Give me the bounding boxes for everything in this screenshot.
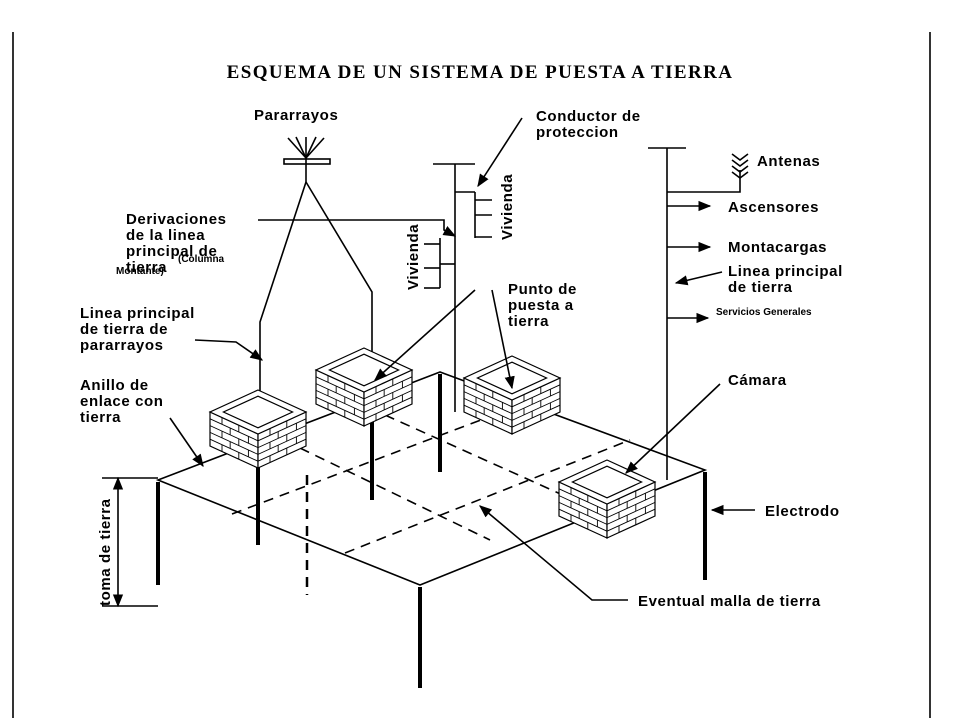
chamber-right: [462, 355, 562, 435]
label-linea-principal-line1: Linea principal: [728, 263, 843, 280]
label-derivaciones-line2: de la linea: [126, 227, 205, 244]
label-derivaciones-line1: Derivaciones: [126, 211, 227, 228]
label-anillo-line2: enlace con: [80, 393, 164, 410]
ground-mesh: [231, 405, 631, 554]
chamber-left: [208, 389, 308, 469]
label-servicios: Servicios Generales: [716, 307, 812, 318]
label-conductor-line2: proteccion: [536, 124, 619, 141]
label-derivaciones-line3: principal de: [126, 243, 217, 260]
label-vivienda-left: Vivienda: [405, 224, 422, 290]
label-antenas: Antenas: [757, 153, 820, 170]
label-vivienda-right: Vivienda: [499, 174, 516, 240]
antenna-icon: [731, 153, 749, 179]
label-ascensores: Ascensores: [728, 199, 819, 216]
protection-conductor: [258, 163, 492, 412]
label-punto-line2: puesta a: [508, 297, 574, 314]
label-toma-de-tierra: toma de tierra: [97, 498, 114, 606]
label-electrodo: Electrodo: [765, 503, 840, 520]
label-camara: Cámara: [728, 372, 787, 389]
label-derivaciones-line4: tierra: [126, 259, 167, 276]
diagram-title: ESQUEMA DE UN SISTEMA DE PUESTA A TIERRA: [227, 62, 734, 83]
label-linea-principal-line2: de tierra: [728, 279, 793, 296]
leader-lines: [102, 117, 755, 608]
label-linea-pararrayos-line1: Linea principal: [80, 305, 195, 322]
label-conductor-line1: Conductor de: [536, 108, 641, 125]
label-montacargas: Montacargas: [728, 239, 827, 256]
label-anillo-line1: Anillo de: [80, 377, 149, 394]
chamber-camara: [557, 459, 657, 539]
label-linea-pararrayos-line3: pararrayos: [80, 337, 164, 354]
label-malla: Eventual malla de tierra: [638, 593, 821, 610]
label-anillo-line3: tierra: [80, 409, 121, 426]
label-columna: (Columna: [178, 254, 225, 265]
label-punto-line3: tierra: [508, 313, 549, 330]
ground-point-chambers: [208, 347, 657, 539]
ground-electrodes: [156, 374, 707, 688]
label-linea-pararrayos-line2: de tierra de: [80, 321, 168, 338]
label-punto-line1: Punto de: [508, 281, 577, 298]
lightning-rod: [259, 136, 373, 402]
main-ground-line: [648, 147, 749, 480]
label-montante: Montante): [116, 266, 164, 277]
label-pararrayos: Pararrayos: [254, 107, 338, 124]
